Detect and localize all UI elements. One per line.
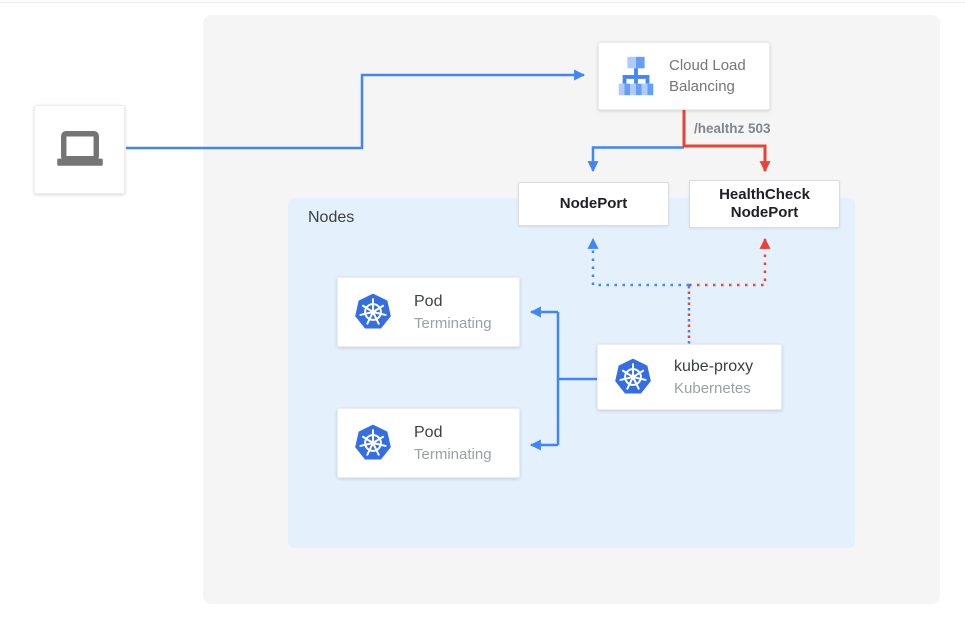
nodeport-card: NodePort [518,182,669,226]
pod-status: Terminating [414,315,492,332]
pod-text: Pod Terminating [414,290,492,334]
kube-proxy-card: kube-proxy Kubernetes [597,344,782,410]
pod-title: Pod [414,424,443,441]
pod-terminating-card-1: Pod Terminating [337,277,520,347]
cloud-load-balancing-label: Cloud Load Balancing [669,55,746,97]
kubernetes-icon [615,358,651,394]
pod-title: Pod [414,293,443,310]
kube-proxy-title: kube-proxy [674,358,754,375]
nodes-label: Nodes [308,209,355,226]
pod-text: Pod Terminating [414,421,492,465]
healthcheck-label-line1: HealthCheck [719,186,810,203]
clb-label-line2: Balancing [669,78,735,95]
kube-proxy-text: kube-proxy Kubernetes [674,355,753,399]
pod-status: Terminating [414,446,492,463]
healthcheck-nodeport-card: HealthCheck NodePort [689,180,840,228]
top-border-line [0,2,965,3]
kubernetes-icon [355,293,391,329]
laptop-icon [56,130,103,166]
kubernetes-icon [355,424,391,460]
pod-terminating-card-2: Pod Terminating [337,408,520,478]
nodeport-label: NodePort [559,195,628,212]
client-laptop-card [34,105,125,194]
healthcheck-label-line2: NodePort [730,204,799,221]
cloud-load-balancing-card: Cloud Load Balancing [598,42,770,110]
clb-label-line1: Cloud Load [669,57,746,74]
healthz-503-label: /healthz 503 [694,121,771,136]
kube-proxy-subtitle: Kubernetes [674,380,751,397]
cloud-load-balancing-icon [618,56,654,96]
